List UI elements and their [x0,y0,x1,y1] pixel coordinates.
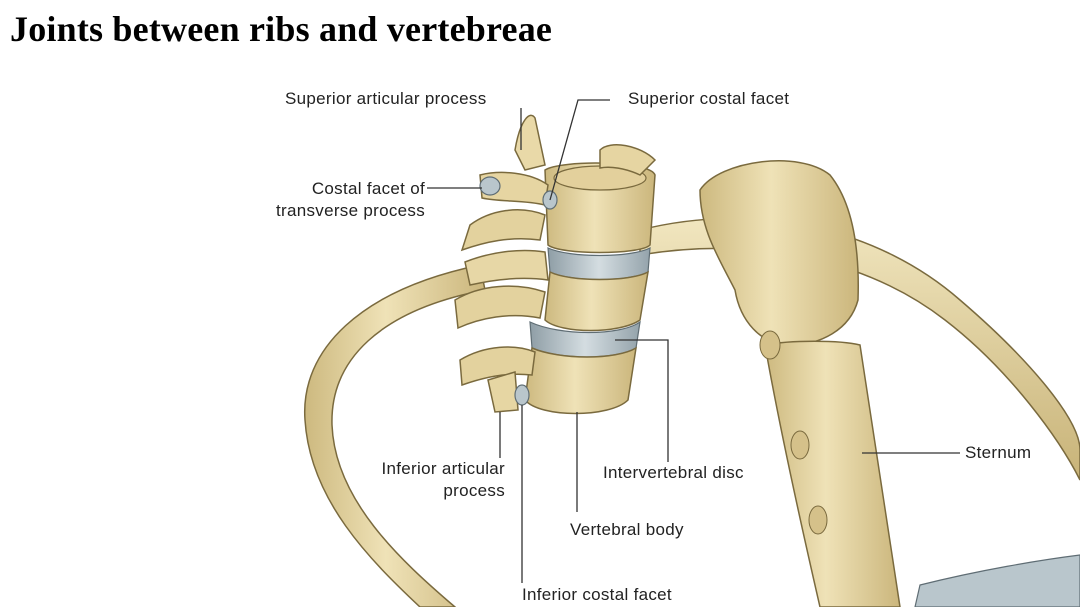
label-inferior-articular-line2: process [443,481,505,500]
sternal-notch-2 [790,430,810,460]
page-title: Joints between ribs and vertebreae [10,9,553,49]
costal-facet-transverse [479,176,501,196]
label-inferior-articular-line1: Inferior articular [381,459,505,478]
sternal-notch-3 [808,505,828,535]
costal-cartilage [914,554,1080,607]
spinous-process-2 [454,285,546,330]
label-costal-facet-line1: Costal facet of [311,179,425,198]
rib-head [464,249,549,286]
transverse-process-right [599,144,657,176]
label-sternum: Sternum [965,443,1032,462]
superior-articular-process [514,114,546,171]
leader-intervertebral [615,339,669,462]
spinous-process-1 [460,209,546,252]
sternal-notch-1 [759,330,781,360]
label-vertebral-body: Vertebral body [570,520,684,539]
label-inferior-articular-process: Inferior articular process [340,458,505,502]
rib-left-band [304,264,486,607]
label-superior-articular-process: Superior articular process [285,89,487,108]
vertebra-middle [544,270,649,332]
label-intervertebral-disc: Intervertebral disc [603,463,744,482]
sternum-body [764,340,901,607]
spinous-process-3 [459,346,536,387]
vertebra-bottom [524,346,637,415]
label-inferior-costal-facet: Inferior costal facet [522,585,672,604]
inferior-articular-process [487,371,519,413]
label-costal-facet-line2: transverse process [275,201,425,220]
leader-lines [427,99,960,583]
label-superior-costal-facet: Superior costal facet [628,89,790,108]
leader-superior-costal [549,99,610,201]
sternum-manubrium [699,160,860,346]
inferior-costal-facet-mark [514,384,530,406]
label-costal-facet-transverse: Costal facet of transverse process [240,178,425,222]
